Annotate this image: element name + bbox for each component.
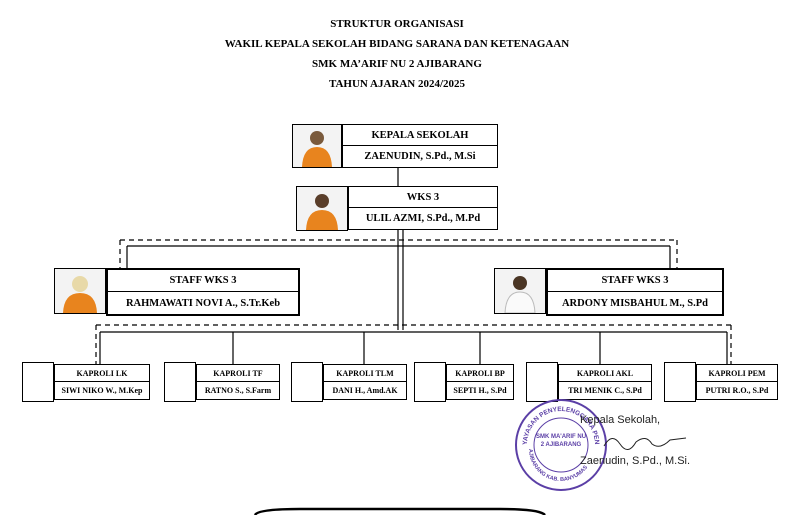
kaproli-bp-box: KAPROLI BP SEPTI H., S.Pd: [446, 364, 514, 400]
kaproli-akl-box: KAPROLI AKL TRI MENIK C., S.Pd: [558, 364, 652, 400]
signature-role: Kepala Sekolah,: [580, 414, 661, 426]
kaproli-pem-name: PUTRI R.O., S.Pd: [705, 386, 769, 395]
kaproli-bp-photo: [414, 362, 446, 402]
kaproli-tf-name: RATNO S., S.Farm: [204, 386, 272, 395]
kaproli-lk-photo: [22, 362, 54, 402]
staff-left-box: STAFF WKS 3 RAHMAWATI NOVI A., S.Tr.Keb: [106, 268, 300, 316]
staff-right-name: ARDONY MISBAHUL M., S.Pd: [561, 297, 709, 309]
kaproli-tf-box: KAPROLI TF RATNO S., S.Farm: [196, 364, 280, 400]
kepala-photo: [292, 124, 342, 168]
school-stamp: YAYASAN PENYELENGGARA PENDIDIKAN MA'ARIF…: [513, 397, 607, 491]
kepala-title: KEPALA SEKOLAH: [343, 125, 497, 146]
kaproli-tf-title: KAPROLI TF: [197, 365, 279, 382]
wks-name: ULIL AZMI, S.Pd., M.Pd: [365, 213, 481, 224]
kaproli-tlm-title: KAPROLI TLM: [324, 365, 406, 382]
kaproli-bp-title: KAPROLI BP: [447, 365, 513, 382]
kaproli-pem-photo: [664, 362, 696, 402]
staff-left-photo: [54, 268, 106, 314]
kaproli-bp-name: SEPTI H., S.Pd: [453, 386, 507, 395]
wks-photo: [296, 186, 348, 231]
kepala-box: KEPALA SEKOLAH ZAENUDIN, S.Pd., M.Si: [342, 124, 498, 168]
title-line-4: TAHUN AJARAN 2024/2025: [328, 78, 466, 90]
signature-name: Zaenudin, S.Pd., M.Si.: [580, 455, 691, 467]
wks-title: WKS 3: [349, 187, 497, 208]
staff-left-title: STAFF WKS 3: [108, 270, 298, 292]
kaproli-akl-photo: [526, 362, 558, 402]
kaproli-lk-name: SIWI NIKO W., M.Kep: [61, 386, 143, 395]
staff-right-box: STAFF WKS 3 ARDONY MISBAHUL M., S.Pd: [546, 268, 724, 316]
person-photo-icon: [504, 276, 536, 313]
title-line-2: WAKIL KEPALA SEKOLAH BIDANG SARANA DAN K…: [224, 38, 570, 50]
staff-left-name: RAHMAWATI NOVI A., S.Tr.Keb: [125, 297, 281, 309]
kaproli-pem-title: KAPROLI PEM: [697, 365, 777, 382]
person-photo-icon: [302, 131, 332, 167]
stamp-school-text: SMK MA'ARIF NU 2 AJIBARANG: [535, 434, 587, 448]
person-photo-icon: [63, 276, 97, 313]
kaproli-akl-title: KAPROLI AKL: [559, 365, 651, 382]
kaproli-tf-photo: [164, 362, 196, 402]
kepala-name: ZAENUDIN, S.Pd., M.Si: [364, 151, 476, 162]
handwritten-signature: [603, 437, 687, 450]
kaproli-lk-title: KAPROLI LK: [55, 365, 149, 382]
kaproli-tlm-name: DANI H., Amd.AK: [332, 386, 398, 395]
staff-right-title: STAFF WKS 3: [548, 270, 722, 292]
kaproli-tlm-photo: [291, 362, 323, 402]
wks-box: WKS 3 ULIL AZMI, S.Pd., M.Pd: [348, 186, 498, 230]
kaproli-pem-box: KAPROLI PEM PUTRI R.O., S.Pd: [696, 364, 778, 400]
kaproli-tlm-box: KAPROLI TLM DANI H., Amd.AK: [323, 364, 407, 400]
person-photo-icon: [306, 194, 338, 230]
kaproli-akl-name: TRI MENIK C., S.Pd: [568, 386, 642, 395]
title-line-3: SMK MA’ARIF NU 2 AJIBARANG: [312, 58, 482, 70]
title-line-1: STRUKTUR ORGANISASI: [330, 18, 464, 30]
kaproli-lk-box: KAPROLI LK SIWI NIKO W., M.Kep: [54, 364, 150, 400]
staff-right-photo: [494, 268, 546, 314]
